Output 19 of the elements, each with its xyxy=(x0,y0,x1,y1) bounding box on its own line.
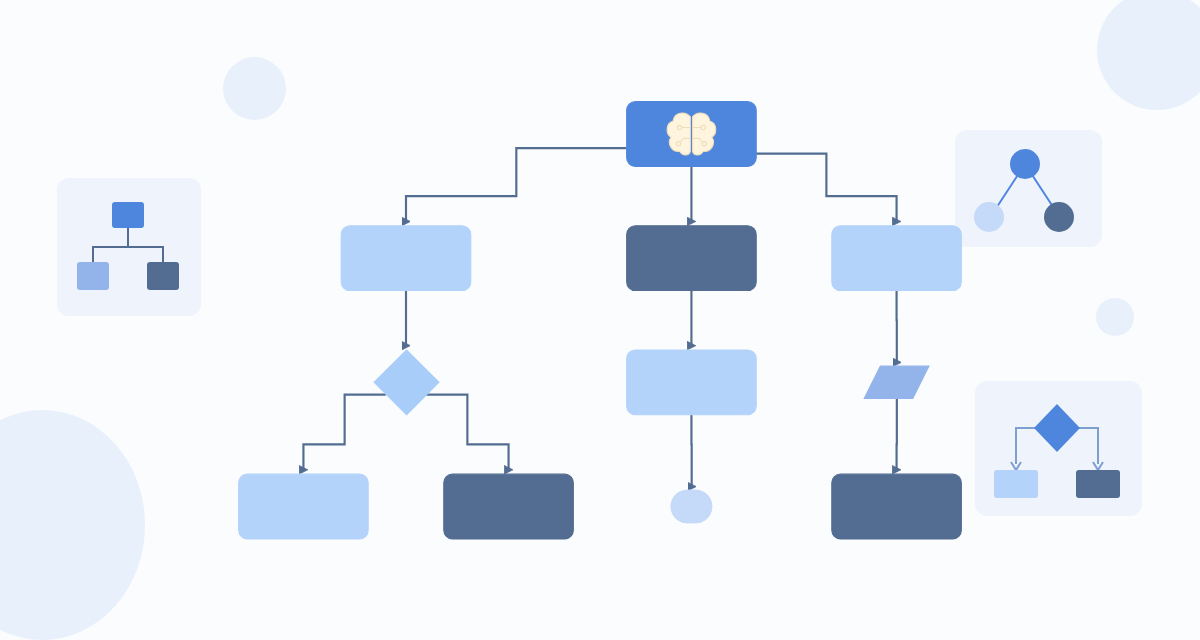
arrow xyxy=(401,289,411,351)
process-box xyxy=(238,473,369,540)
arrow xyxy=(756,152,902,226)
brain-icon-box xyxy=(626,100,757,167)
arrow xyxy=(687,413,697,491)
process-box xyxy=(626,225,757,291)
arrow xyxy=(686,289,697,351)
terminal-pill xyxy=(670,489,713,523)
process-box xyxy=(443,473,574,540)
arrow xyxy=(298,393,386,475)
decision-diamond xyxy=(373,348,440,416)
arrow xyxy=(426,393,514,475)
process-box xyxy=(831,473,962,540)
arrow xyxy=(686,165,697,226)
process-box xyxy=(340,225,472,291)
data-parallelogram xyxy=(863,365,930,399)
process-box xyxy=(831,225,962,291)
arrow xyxy=(401,146,627,226)
process-box xyxy=(626,349,757,415)
